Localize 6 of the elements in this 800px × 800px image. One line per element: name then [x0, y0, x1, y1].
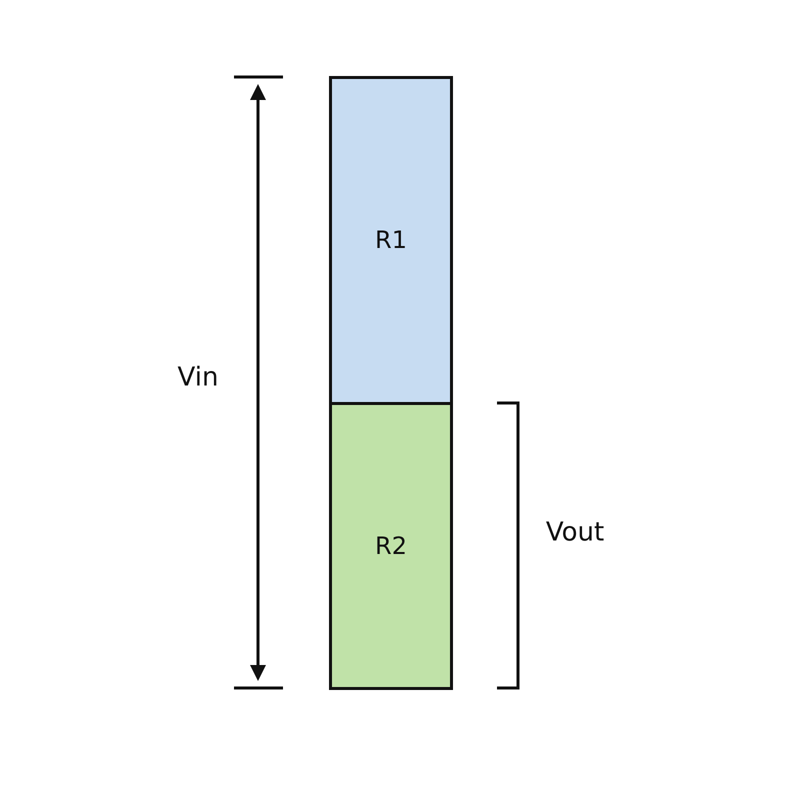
component-label: R2: [375, 532, 407, 560]
resistor-block: [329, 76, 453, 405]
resistor-block: [329, 402, 453, 690]
component-label: R1: [375, 226, 407, 255]
voltage-label: Vout: [546, 517, 604, 549]
voltage-label: Vin: [178, 362, 218, 394]
